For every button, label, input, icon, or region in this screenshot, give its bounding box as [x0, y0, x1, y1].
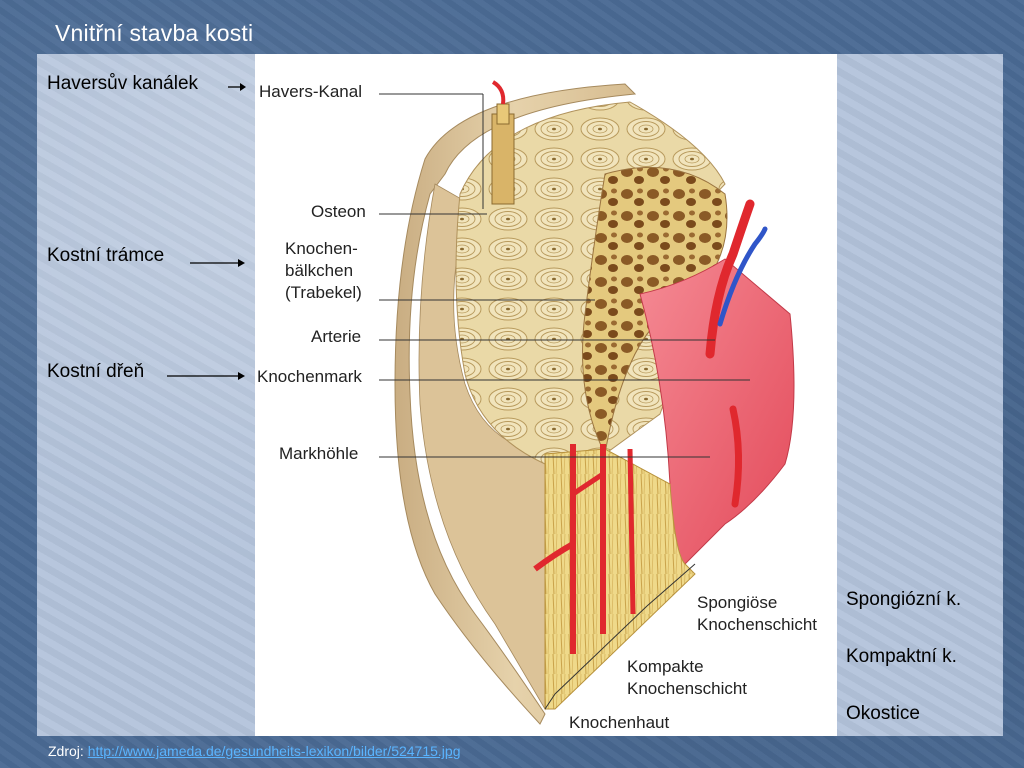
label-spongy-bone: Spongiózní k. [846, 589, 962, 610]
fig-label-trabekel: (Trabekel) [285, 283, 362, 302]
label-bone-marrow: Kostní dřeň [47, 361, 145, 382]
source-prefix: Zdroj: [48, 743, 84, 759]
arrow-bone-marrow [167, 372, 245, 380]
arrow-haversian-canal [228, 83, 246, 91]
source-line: Zdroj: http://www.jameda.de/gesundheits-… [48, 743, 460, 759]
arrow-trabeculae [190, 259, 245, 267]
fig-label-arterie: Arterie [311, 327, 361, 346]
source-link[interactable]: http://www.jameda.de/gesundheits-lexikon… [87, 743, 461, 759]
fig-label-havers-kanal: Havers-Kanal [259, 82, 362, 101]
fig-label-spongiose-2: Knochenschicht [697, 615, 817, 634]
fig-label-knochenmark: Knochenmark [257, 367, 362, 386]
fig-label-kompakte-1: Kompakte [627, 657, 704, 676]
fig-label-spongiose-1: Spongiöse [697, 593, 777, 612]
bone-illustration: Havers-Kanal Osteon Knochen- bälkchen (T… [255, 54, 837, 736]
slide-title: Vnitřní stavba kosti [55, 20, 254, 46]
fig-label-osteon: Osteon [311, 202, 366, 221]
label-trabeculae: Kostní trámce [47, 245, 165, 266]
fig-label-balkchen: bälkchen [285, 261, 353, 280]
label-compact-bone: Kompaktní k. [846, 646, 957, 667]
fig-label-markhohle: Markhöhle [279, 444, 358, 463]
label-haversian-canal: Haversův kanálek [47, 73, 199, 94]
fig-label-knochenhaut: Knochenhaut [569, 713, 669, 732]
fig-label-knochen: Knochen- [285, 239, 358, 258]
bone-cross-section-image: Havers-Kanal Osteon Knochen- bälkchen (T… [257, 80, 817, 732]
fig-label-kompakte-2: Knochenschicht [627, 679, 747, 698]
label-periosteum: Okostice [846, 703, 920, 724]
